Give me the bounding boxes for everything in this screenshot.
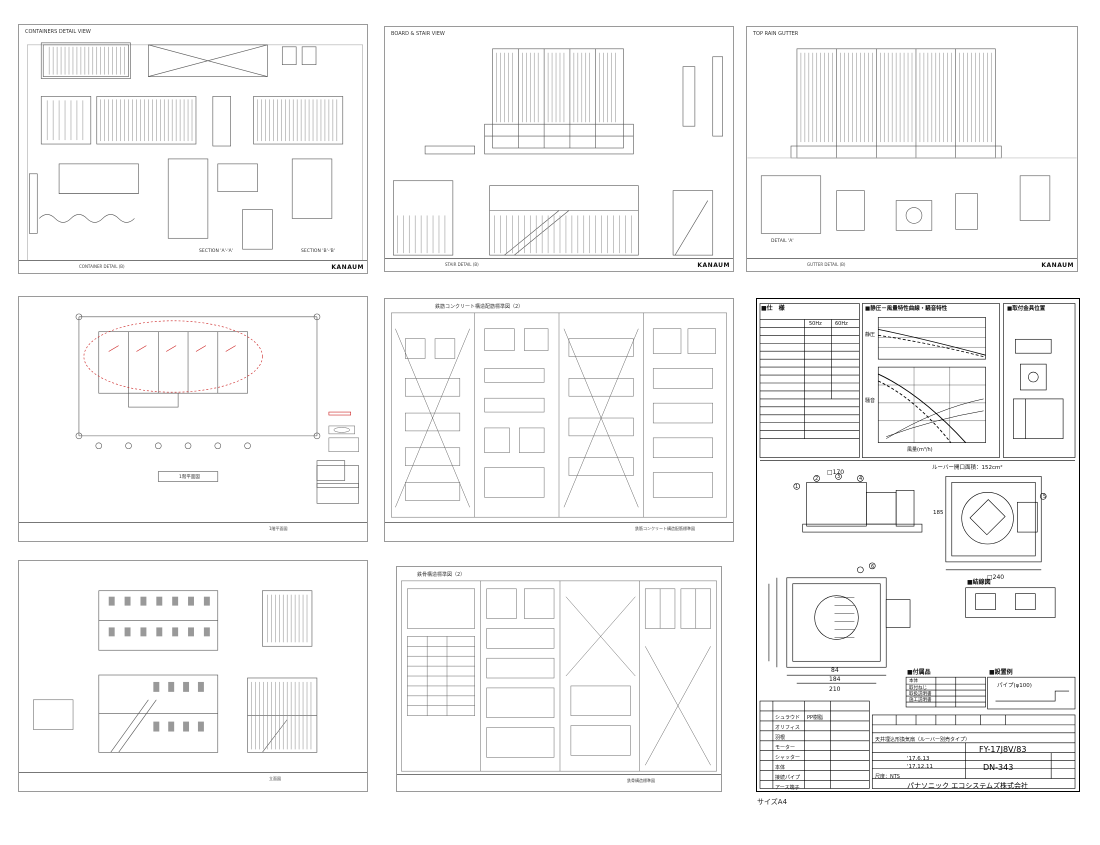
title-block-text: STAIR DETAIL (B) <box>445 262 479 267</box>
chart-header: ■静圧－風量特性曲線・騒音特性 <box>865 306 948 312</box>
title-block: GUTTER DETAIL (B) KANAUM <box>747 258 1077 271</box>
dim-185: 185 <box>933 510 944 516</box>
sheet-title: BOARD & STAIR VIEW <box>391 31 445 37</box>
steel-detail-drawing <box>401 580 717 772</box>
mat-row-2: オリフィス <box>775 725 800 731</box>
sheet-rc-standard[interactable]: 鉄筋コンクリート構造配筋標準図（2） 鉄筋コンクリート構造配筋標準図 <box>384 298 734 542</box>
chart-x-label: 風量(m³/h) <box>907 447 933 453</box>
wiring-header: ■結線図 <box>967 579 991 586</box>
title-block-text: 立面図 <box>269 776 281 781</box>
sheet-stair-view[interactable]: BOARD & STAIR VIEW STAIR DETAIL (B) K <box>384 26 734 272</box>
sheet-title: TOP RAIN GUTTER <box>753 31 799 37</box>
callout-6: 6 <box>871 564 875 570</box>
parts-row-2: 取付ねじ <box>909 686 927 691</box>
sheet-title: 鉄骨構造標準図（2） <box>417 572 466 578</box>
dim-84: 84 <box>831 667 839 674</box>
sheet-steel-standard[interactable]: 鉄骨構造標準図（2） 鉄骨構造標準図 <box>396 566 722 792</box>
mat-row-5: シャッター <box>775 755 801 761</box>
sheet-title: 鉄筋コンクリート構造配筋標準図（2） <box>435 304 524 310</box>
sheet-container-detail[interactable]: CONTAINERS DETAIL VIEW <box>18 24 368 274</box>
title-block: STAIR DETAIL (B) KANAUM <box>385 258 733 271</box>
plan-label: 1階平面図 <box>179 475 200 480</box>
callout-1: 1 <box>795 484 799 490</box>
mat-row-1: シュラウド <box>775 715 801 721</box>
title-block-text: GUTTER DETAIL (B) <box>807 262 846 267</box>
spec-col-50hz: 50Hz <box>809 321 822 327</box>
title-block-text: 鉄筋コンクリート構造配筋標準図 <box>635 526 695 531</box>
mat-row-4: モーター <box>775 745 796 751</box>
dim-210: 210 <box>829 686 841 693</box>
dim-240: □240 <box>987 574 1005 581</box>
spec-col-60hz: 60Hz <box>835 321 848 327</box>
stair-drawing <box>393 48 723 256</box>
parts-row-3: 取扱説明書 <box>909 692 932 697</box>
vent-note: ルーバー開口面積：152cm² <box>932 465 1003 471</box>
dim-184: 184 <box>829 676 841 683</box>
sheet-fan-spec[interactable]: ■仕 様 50Hz 60Hz ■静圧－風量特性曲線・騒音特性 静圧 騒音 風量(… <box>756 298 1080 792</box>
mat-row-6: 本体 <box>775 765 786 771</box>
gutter-drawing <box>747 48 1077 234</box>
container-drawing <box>27 42 363 270</box>
scale-label: 尺度：NTS <box>875 774 900 780</box>
brand-logo: KANAUM <box>697 262 730 269</box>
callout-3: 3 <box>837 474 841 480</box>
mat-row-7: 接続パイプ <box>775 775 801 781</box>
date-created: '17.6.13 <box>907 756 930 762</box>
title-block-text: CONTAINER DETAIL (B) <box>79 264 125 269</box>
sheet-floor-plan[interactable]: 1階平面図 1階平面図 <box>18 296 368 542</box>
parts-row-1: 本体 <box>909 679 918 684</box>
brand-logo: KANAUM <box>1041 262 1074 269</box>
mat-col-value: PP樹脂 <box>807 715 824 721</box>
section-a-label: SECTION 'A'-'A' <box>199 249 233 254</box>
detail-a-label: DETAIL 'A' <box>771 239 794 244</box>
fan-spec-drawing <box>759 303 1076 789</box>
title-block: 鉄筋コンクリート構造配筋標準図 <box>385 522 733 541</box>
install-example-header: ■設置例 <box>989 669 1013 676</box>
title-block-text: 鉄骨構造標準図 <box>627 778 655 783</box>
sheet-rain-gutter[interactable]: TOP RAIN GUTTER DETAIL 'A' GUTTER DETAIL… <box>746 26 1078 272</box>
floor-plan-drawing <box>75 313 359 504</box>
sheet-title: CONTAINERS DETAIL VIEW <box>25 29 91 35</box>
sheet-elevations[interactable]: 立面図 <box>18 560 368 792</box>
parts-header: ■付属品 <box>907 669 931 676</box>
title-block: 鉄骨構造標準図 <box>397 774 721 791</box>
title-block: 立面図 <box>19 772 367 791</box>
brand-logo: KANAUM <box>331 264 364 271</box>
callout-4: 4 <box>859 476 863 482</box>
install-header: ■取付金具位置 <box>1007 306 1046 312</box>
title-block: 1階平面図 <box>19 522 367 541</box>
pipe-label: パイプ(φ100) <box>997 683 1032 689</box>
chart-y1-label: 静圧 <box>865 332 876 338</box>
parts-row-4: 施工説明書 <box>909 698 932 703</box>
dim-170: □170 <box>827 469 845 476</box>
callout-5: 5 <box>1043 494 1047 500</box>
mat-row-8: アース端子 <box>775 785 800 791</box>
callout-2: 2 <box>815 476 819 482</box>
title-block-text: 1階平面図 <box>269 526 288 531</box>
paper-size-label: サイズA4 <box>757 798 788 806</box>
model-number: FY-17J8V/83 <box>979 745 1027 754</box>
elevation-drawing <box>33 590 318 753</box>
product-name: 天井埋込形換気扇（ルーバー別売タイプ） <box>875 737 970 743</box>
title-block: CONTAINER DETAIL (B) KANAUM <box>19 260 367 273</box>
date-revised: '17.12.11 <box>907 764 934 770</box>
section-b-label: SECTION 'B'-'B' <box>301 249 336 254</box>
company-name: パナソニック エコシステムズ株式会社 <box>907 782 1029 790</box>
rc-detail-drawing <box>391 312 727 518</box>
spec-header: ■仕 様 <box>761 305 785 312</box>
mat-row-3: 羽根 <box>775 735 786 741</box>
drawing-number: DN-343 <box>983 763 1014 772</box>
chart-y2-label: 騒音 <box>865 398 876 404</box>
